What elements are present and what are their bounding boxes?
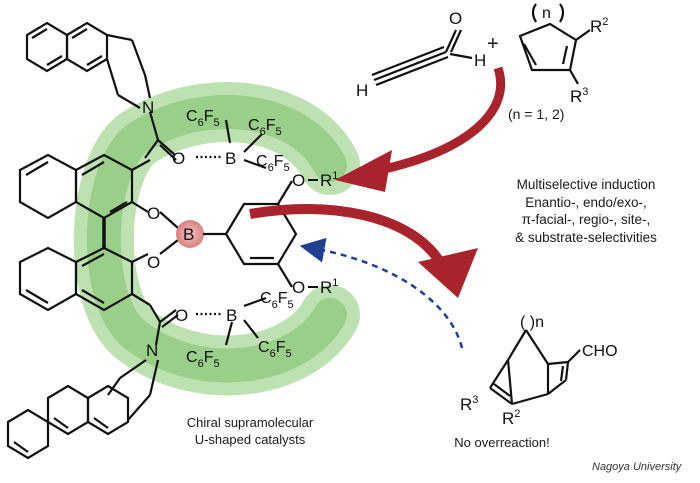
catalyst-caption-line: U-shaped catalysts — [194, 432, 306, 447]
bottom-fused-rings — [6, 359, 160, 460]
selectivity-line: π-facial-, regio-, site-, — [521, 212, 651, 227]
diene-n-label: n — [542, 5, 551, 22]
binaphthyl-core — [18, 153, 179, 312]
top-boron-label: B — [225, 149, 236, 168]
catalyst-caption: Chiral supramolecular U-shaped catalysts — [150, 414, 350, 448]
bicyclic-product — [489, 329, 581, 406]
selectivity-description: Multiselective induction Enantio-, endo/… — [486, 176, 686, 246]
no-overreaction-note: No overreaction! — [454, 435, 550, 450]
lower-ether-oxygen: O — [292, 278, 305, 297]
aldehyde-oxygen: O — [449, 9, 462, 28]
diene-r2-label: R2 — [590, 16, 608, 36]
lower-ester-oxygen: O — [147, 253, 160, 272]
plus-sign: + — [487, 33, 499, 55]
product-cho-label: CHO — [582, 343, 618, 360]
aldehyde-hydrogen: H — [474, 51, 486, 70]
top-c6f5-c: C6F5 — [256, 153, 290, 174]
top-c6f5-a: C6F5 — [186, 108, 220, 129]
image-credit: Nagoya University — [592, 461, 682, 473]
selectivity-line: Enantio-, endo/exo-, — [525, 194, 647, 210]
bottom-nitrogen-label: N — [146, 341, 158, 360]
bottom-c6f5-b: C6F5 — [258, 339, 292, 360]
cyclic-diene — [518, 3, 591, 85]
top-amide — [144, 119, 267, 170]
bottom-carbonyl-oxygen: O — [175, 306, 188, 325]
top-c6f5-b: C6F5 — [248, 117, 282, 138]
top-carbonyl-oxygen: O — [172, 149, 185, 168]
top-nitrogen-label: N — [142, 98, 154, 117]
top-fused-rings — [25, 21, 160, 141]
alkyne-hydrogen: H — [356, 81, 368, 100]
selectivity-line: Multiselective induction — [516, 177, 656, 192]
ring-size-note: (n = 1, 2) — [508, 106, 565, 122]
boron-highlight — [176, 220, 204, 248]
bottom-boron-label: B — [226, 306, 237, 325]
propynal — [371, 29, 473, 87]
product-r2-label: R2 — [502, 408, 520, 428]
central-boron-label: B — [183, 225, 194, 244]
upper-ether-oxygen: O — [292, 171, 305, 190]
bottom-c6f5-a: C6F5 — [260, 290, 294, 311]
bottom-c6f5-c: C6F5 — [186, 349, 220, 370]
no-reentry-arrow — [299, 237, 464, 349]
catalyst-caption-line: Chiral supramolecular — [186, 415, 314, 430]
aryl-ring — [224, 180, 298, 288]
bottom-amide — [149, 296, 267, 346]
selectivity-line: & substrate-selectivities — [515, 229, 657, 245]
u-shape-glow — [73, 82, 360, 396]
substrate-entry-arrow — [335, 66, 506, 192]
product-n-paren: ( )n — [520, 314, 544, 331]
upper-ester-oxygen: O — [147, 204, 160, 223]
product-release-arrow — [249, 204, 478, 298]
diene-r3-label: R3 — [570, 86, 588, 106]
product-r3-label: R3 — [460, 394, 478, 414]
